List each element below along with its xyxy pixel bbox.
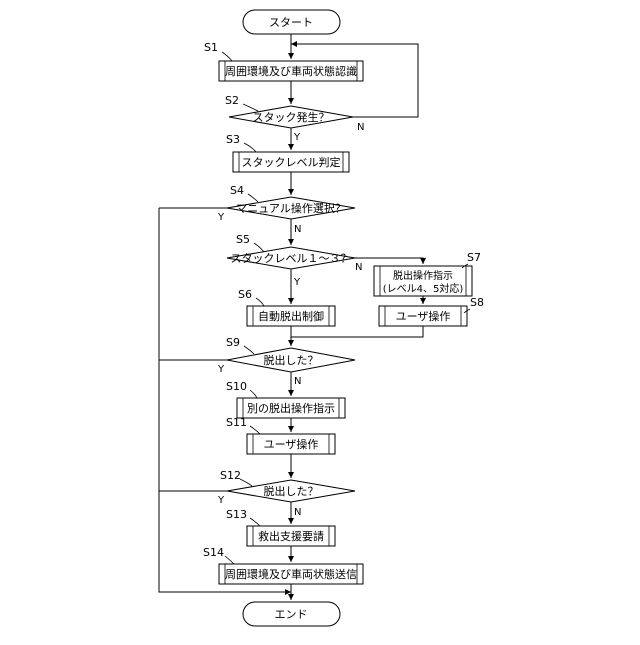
s12-no-label: N bbox=[294, 507, 301, 518]
s11-text: ユーザ操作 bbox=[264, 437, 319, 451]
s1-step-id: S1 bbox=[204, 41, 218, 54]
s11-step-id: S11 bbox=[226, 416, 247, 429]
s10-text: 別の脱出操作指示 bbox=[247, 401, 335, 415]
s7-line2: (レベル4、5対応) bbox=[383, 282, 464, 295]
s2-no-label: N bbox=[357, 122, 364, 133]
connector-s8-merge bbox=[291, 326, 423, 337]
s5-step-id: S5 bbox=[236, 233, 250, 246]
end-label: エンド bbox=[275, 608, 308, 621]
s10-step-id: S10 bbox=[226, 380, 247, 393]
step-s11: ユーザ操作 bbox=[247, 434, 335, 454]
step-s12-decision: 脱出した？ bbox=[227, 480, 355, 502]
step-s4-decision: マニュアル操作選択？ bbox=[227, 197, 355, 219]
s4-yes-label: Y bbox=[217, 212, 225, 223]
s3-step-id: S3 bbox=[226, 133, 240, 146]
start-terminal: スタート bbox=[243, 10, 340, 34]
end-terminal: エンド bbox=[243, 602, 340, 626]
s5-no-label: N bbox=[355, 262, 362, 273]
step-s1: 周囲環境及び車両状態認識 bbox=[219, 61, 363, 81]
s14-step-id: S14 bbox=[203, 546, 224, 559]
step-s9-decision: 脱出した？ bbox=[227, 348, 355, 372]
s12-text: 脱出した？ bbox=[264, 484, 319, 498]
s13-step-id: S13 bbox=[226, 508, 247, 521]
s4-no-label: N bbox=[294, 224, 301, 235]
s9-step-id: S9 bbox=[226, 336, 240, 349]
s4-text: マニュアル操作選択？ bbox=[236, 201, 346, 215]
s6-step-id: S6 bbox=[238, 288, 252, 301]
s8-step-id: S8 bbox=[470, 296, 484, 309]
s5-yes-label: Y bbox=[293, 277, 301, 288]
s12-step-id: S12 bbox=[220, 469, 241, 482]
s7-line1: 脱出操作指示 bbox=[393, 269, 453, 282]
s9-no-label: N bbox=[294, 376, 301, 387]
s4-step-id: S4 bbox=[230, 184, 244, 197]
s6-text: 自動脱出制御 bbox=[258, 309, 324, 323]
s9-text: 脱出した？ bbox=[264, 353, 319, 367]
s2-step-id: S2 bbox=[225, 94, 239, 107]
s3-text: スタックレベル判定 bbox=[242, 155, 341, 169]
step-s3: スタックレベル判定 bbox=[233, 152, 349, 172]
step-s6: 自動脱出制御 bbox=[247, 306, 335, 326]
s14-text: 周囲環境及び車両状態送信 bbox=[225, 567, 357, 581]
s13-text: 救出支援要請 bbox=[258, 529, 324, 543]
step-s5-decision: スタックレベル１～３？ bbox=[227, 247, 355, 269]
s2-yes-label: Y bbox=[293, 132, 301, 143]
step-s13: 救出支援要請 bbox=[247, 526, 335, 546]
step-s7: 脱出操作指示 (レベル4、5対応) bbox=[374, 266, 472, 296]
s8-text: ユーザ操作 bbox=[396, 309, 451, 323]
s7-step-id: S7 bbox=[467, 251, 481, 264]
s1-text: 周囲環境及び車両状態認識 bbox=[225, 64, 357, 78]
s2-text: スタック発生？ bbox=[253, 110, 330, 124]
connector-s5-no bbox=[355, 258, 423, 264]
s9-yes-label: Y bbox=[217, 364, 225, 375]
step-s14: 周囲環境及び車両状態送信 bbox=[219, 564, 363, 584]
s5-text: スタックレベル１～３？ bbox=[231, 252, 352, 265]
step-s2-decision: スタック発生？ bbox=[229, 106, 353, 128]
step-s8: ユーザ操作 bbox=[379, 306, 467, 326]
step-s10: 別の脱出操作指示 bbox=[237, 398, 345, 418]
s12-yes-label: Y bbox=[217, 495, 225, 506]
start-label: スタート bbox=[269, 16, 313, 29]
